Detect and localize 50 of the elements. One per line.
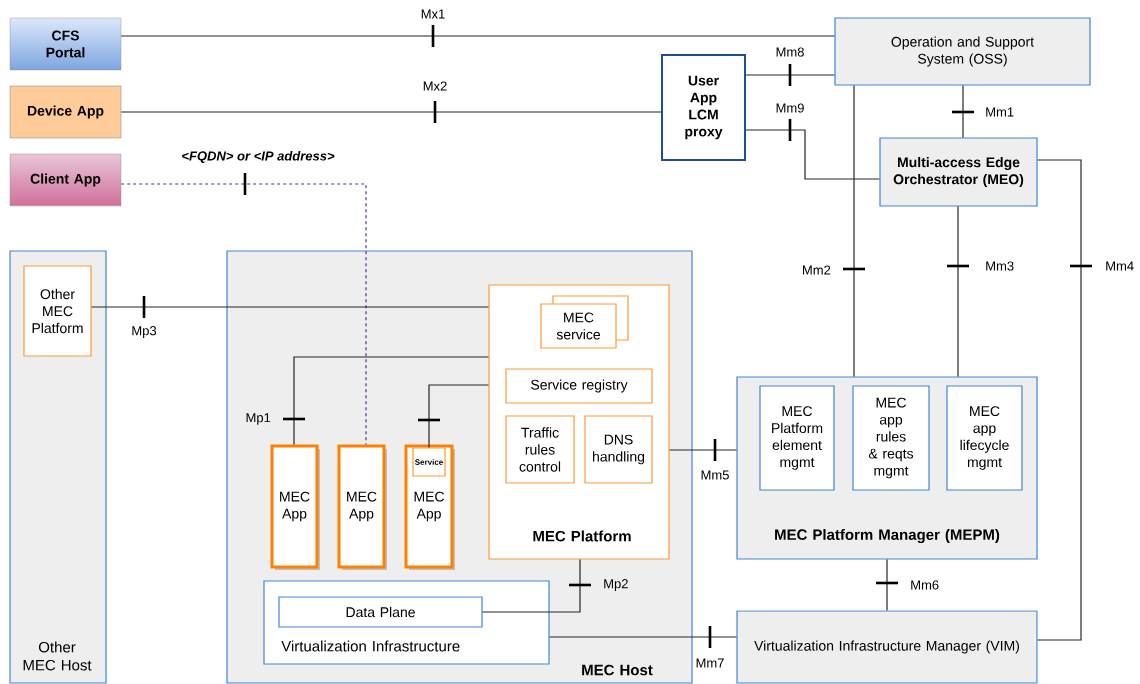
interface-line: [482, 559, 581, 613]
interface-label: Mm4: [1106, 261, 1134, 271]
interface-label: Mp3: [132, 326, 157, 338]
interface-line: [853, 85, 855, 377]
interface-line: [549, 636, 737, 638]
app-box: MEC App: [270, 444, 320, 570]
interface-line: [669, 449, 737, 451]
interface-label: Mm6: [911, 580, 939, 590]
interface-line: [120, 111, 662, 113]
interface-line: [428, 384, 489, 448]
portal-box: CFS Portal: [9, 17, 122, 71]
function-box: MEC app lifecycle mgmt: [946, 385, 1023, 491]
interface-line: [957, 206, 959, 377]
interface-label: Mm7: [696, 658, 724, 668]
interface-line: [120, 35, 835, 37]
app-box: MEC App: [337, 444, 387, 570]
interface-line: [886, 559, 888, 611]
manager-box: Virtualization Infrastructure Manager (VIM): [736, 610, 1038, 684]
function-box: Traffic rules control: [505, 415, 575, 484]
interface-label: Mm5: [701, 470, 729, 480]
app-box: Device App: [9, 85, 122, 139]
interface-label: Mm9: [776, 103, 804, 113]
service-box: Service: [412, 447, 446, 477]
interface-label: Mm2: [803, 265, 831, 275]
interface-label: Mp2: [604, 579, 628, 591]
orchestrator-box: Multi-access Edge Orchestrator (MEO): [879, 137, 1038, 207]
interface-label: Mm3: [986, 261, 1014, 271]
interface-label: Mx1: [421, 9, 445, 19]
interface-label: Mm1: [986, 107, 1014, 117]
app-box: Client App: [9, 153, 122, 207]
interface-line: [120, 183, 367, 446]
interface-label: Mm8: [776, 47, 804, 57]
function-box: DNS handling: [584, 415, 653, 484]
interface-line: [91, 306, 489, 308]
interface-line: [745, 74, 835, 76]
function-box: MEC app rules & reqts mgmt: [852, 385, 930, 491]
interface-line: [1037, 159, 1082, 641]
interface-label: <FQDN> or <IP address>: [182, 151, 335, 163]
platform-box: Other MEC Platform: [23, 265, 92, 357]
interface-line: [293, 356, 489, 446]
system-box: Operation and Support System (OSS): [834, 17, 1091, 86]
data-plane-box: Data Plane: [278, 596, 483, 628]
interface-label: Mx2: [423, 81, 447, 91]
registry-box: Service registry: [505, 368, 653, 404]
proxy-box: User App LCM proxy: [661, 54, 746, 161]
interface-line: [962, 85, 964, 138]
interface-line: [745, 129, 880, 180]
service-box: MEC service: [540, 295, 629, 349]
function-box: MEC Platform element mgmt: [759, 385, 835, 491]
interface-label: Mp1: [246, 413, 271, 425]
